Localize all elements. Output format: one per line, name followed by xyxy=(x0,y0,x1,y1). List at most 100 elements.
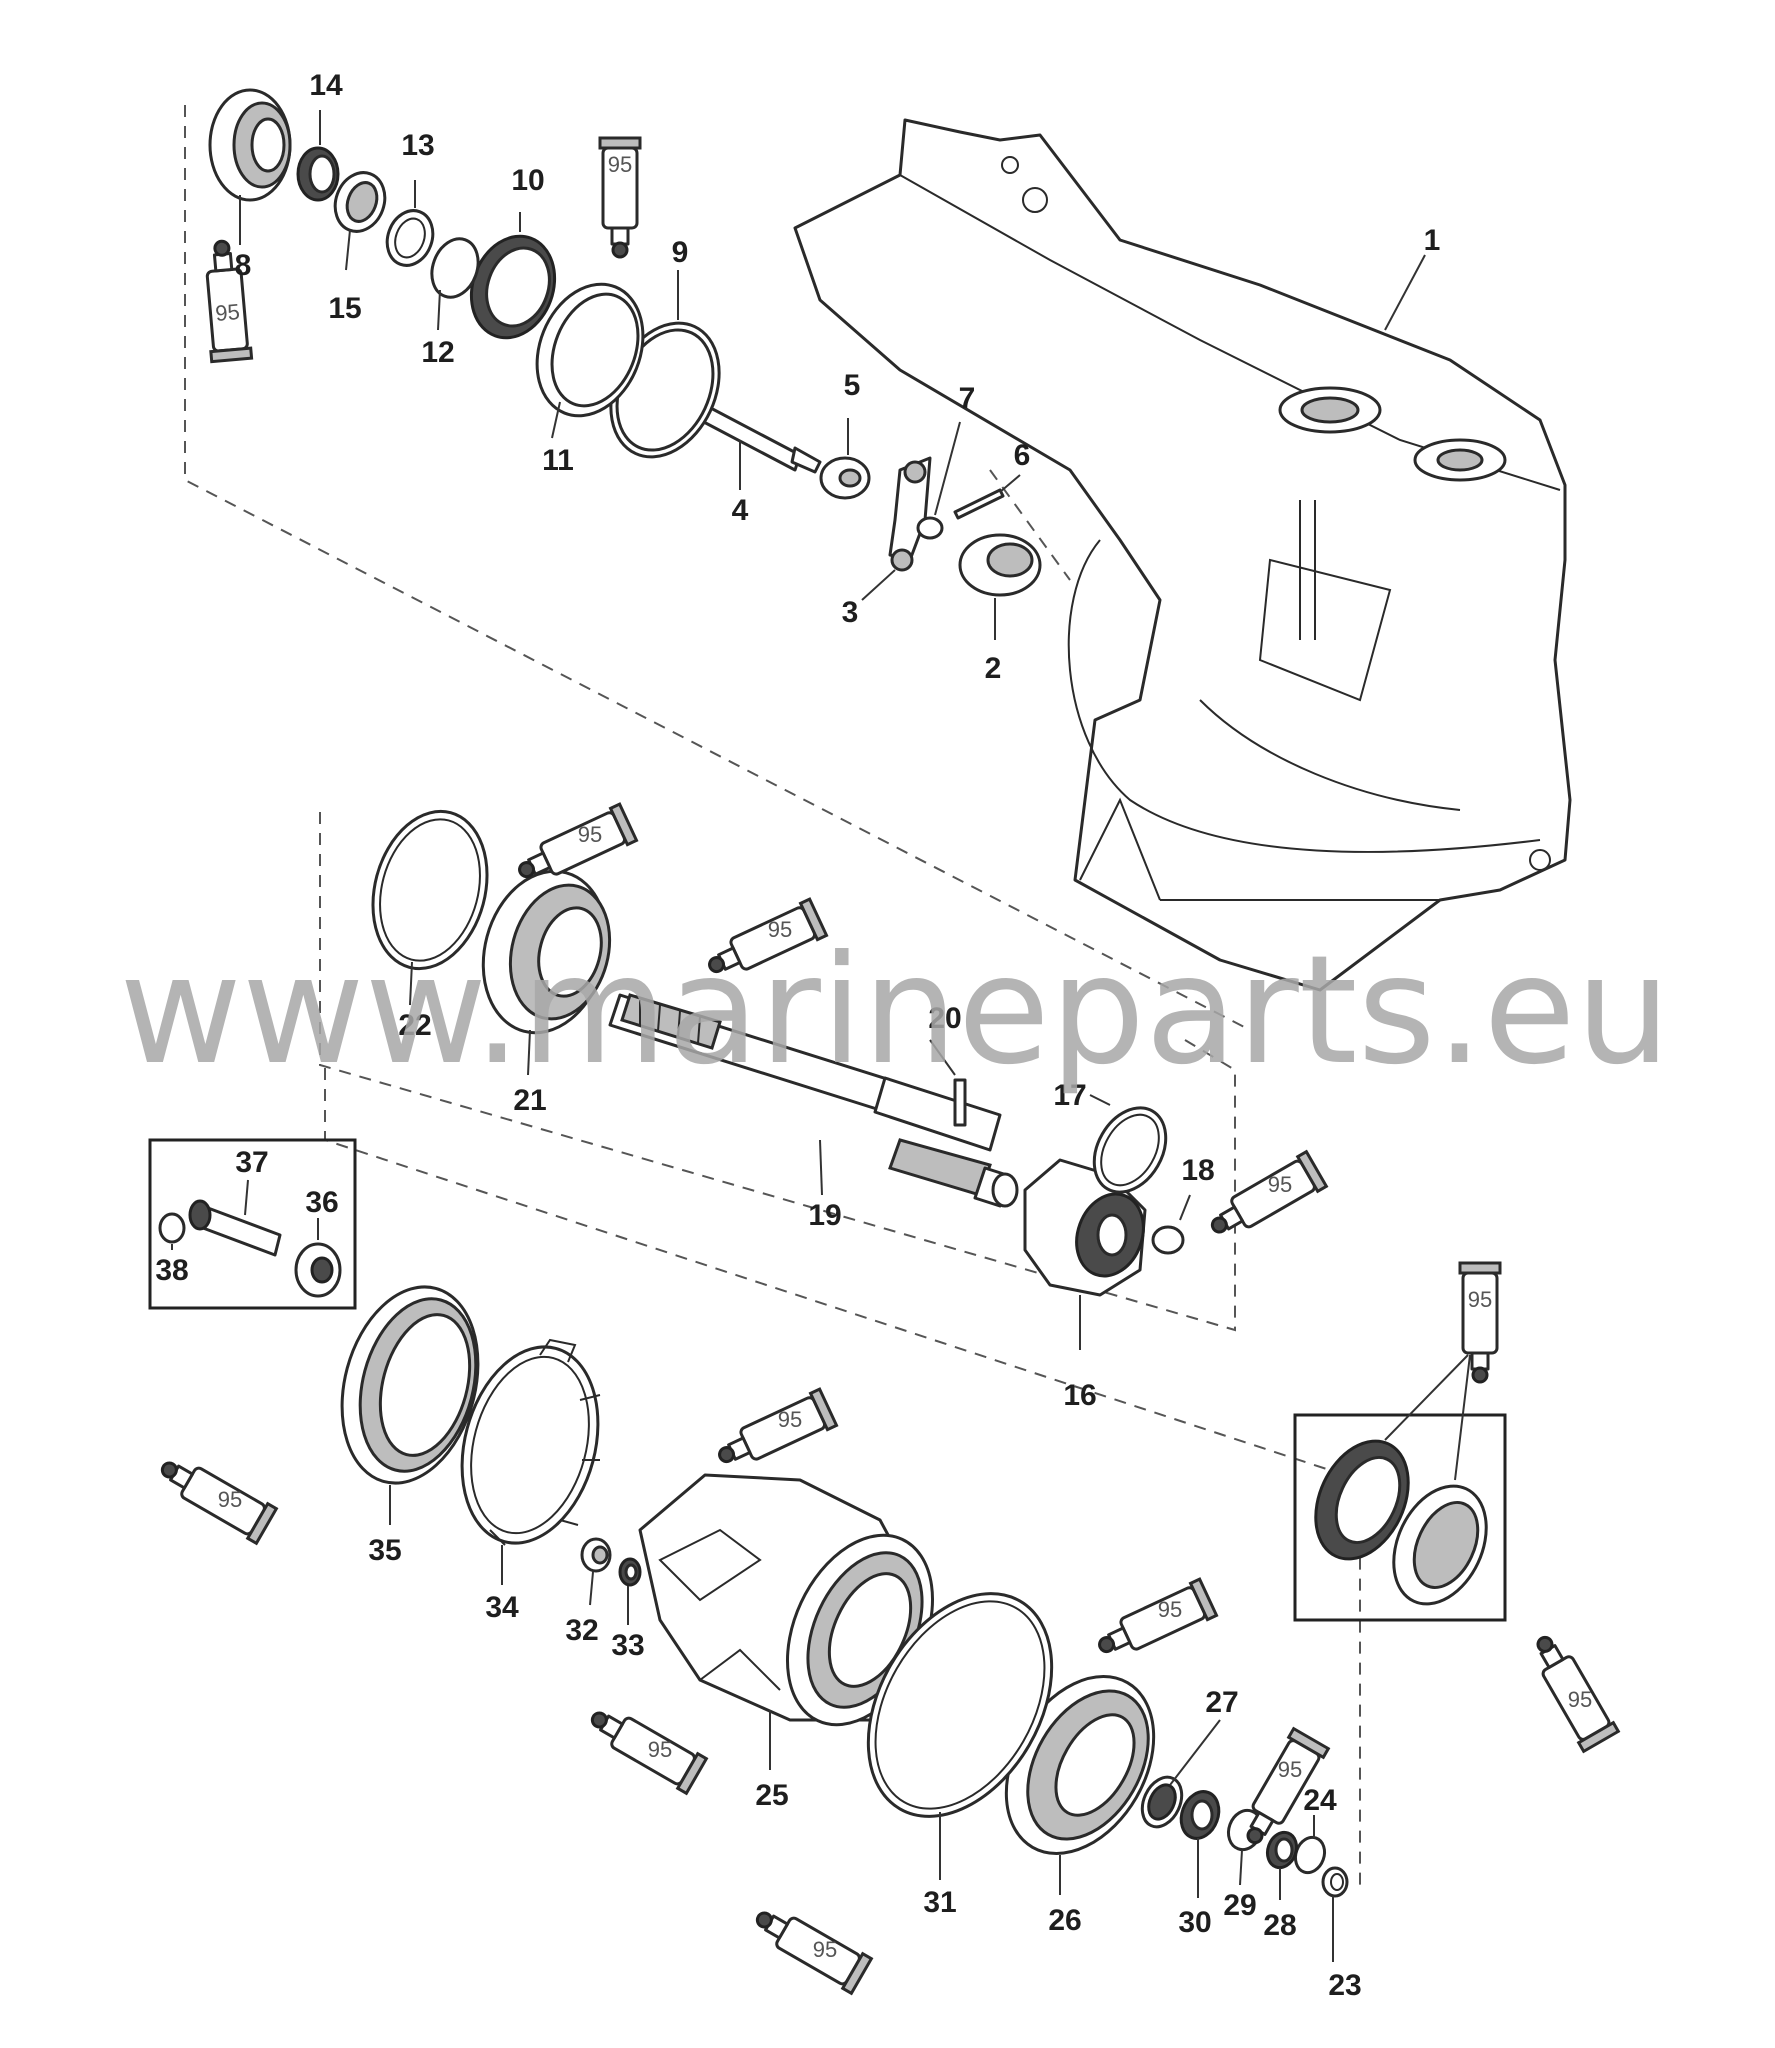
sealant-tube-18: 95 xyxy=(1201,1150,1328,1248)
svg-text:95: 95 xyxy=(768,917,792,942)
part-3-shift-lever xyxy=(888,456,932,572)
part-5-roller xyxy=(819,456,871,500)
part-31-o-ring xyxy=(866,1592,1054,1818)
part-14-bushing xyxy=(296,146,340,202)
part-38-nut xyxy=(158,1212,186,1244)
callout-12: 12 xyxy=(421,336,454,369)
callout-19: 19 xyxy=(808,1199,841,1232)
sealant-tube-box27: 95 xyxy=(1458,1261,1502,1384)
callout-27: 27 xyxy=(1205,1686,1238,1719)
callout-6: 6 xyxy=(1014,439,1031,472)
callout-10: 10 xyxy=(511,164,544,197)
part-19-propeller-shaft xyxy=(608,993,1019,1208)
svg-text:95: 95 xyxy=(578,822,602,847)
callout-5: 5 xyxy=(844,369,861,402)
part-32-fitting xyxy=(580,1537,612,1573)
callout-30: 30 xyxy=(1178,1906,1211,1939)
part-30-seal xyxy=(1179,1790,1221,1840)
sealant-tube-19: 95 xyxy=(700,897,829,988)
part-12-retaining-ring xyxy=(430,237,480,299)
part-10-bearing-cup xyxy=(469,234,557,340)
part-18-plug xyxy=(1151,1225,1185,1255)
svg-text:95: 95 xyxy=(608,152,632,177)
callout-9: 9 xyxy=(672,236,689,269)
callout-4: 4 xyxy=(732,494,749,527)
sealant-tube-21: 95 xyxy=(510,802,639,893)
part-37-spindle xyxy=(188,1199,282,1257)
sealant-tube-25-top: 95 xyxy=(710,1387,839,1478)
callout-31: 31 xyxy=(923,1886,956,1919)
callout-16: 16 xyxy=(1063,1379,1096,1412)
part-21-reverse-gear xyxy=(481,869,612,1035)
svg-text:95: 95 xyxy=(1278,1757,1302,1782)
callout-3: 3 xyxy=(842,596,859,629)
callout-35: 35 xyxy=(368,1534,401,1567)
callout-labels: 1 2 3 4 5 6 7 8 9 10 11 12 13 14 15 16 1… xyxy=(155,69,1440,2002)
callout-23: 23 xyxy=(1328,1969,1361,2002)
callout-1: 1 xyxy=(1424,224,1441,257)
svg-text:95: 95 xyxy=(778,1407,802,1432)
svg-text:95: 95 xyxy=(214,299,241,326)
callout-13: 13 xyxy=(401,129,434,162)
part-35-bearing-cup xyxy=(340,1285,480,1485)
callout-7: 7 xyxy=(959,382,976,415)
seal-inset-frame xyxy=(1293,1413,1507,1622)
part-7-bushing xyxy=(916,516,944,540)
callout-21: 21 xyxy=(513,1084,546,1117)
svg-text:95: 95 xyxy=(218,1487,242,1512)
part-4-shaft xyxy=(698,403,822,474)
callout-24: 24 xyxy=(1303,1784,1337,1817)
part-8-bearing-carrier xyxy=(208,88,292,202)
part-16-clutch xyxy=(1023,1158,1147,1297)
callout-11: 11 xyxy=(542,444,574,477)
part-36-bushing xyxy=(294,1242,342,1298)
sealant-tube-8: 95 xyxy=(199,238,254,364)
sealant-tube-25-bottom: 95 xyxy=(581,1697,708,1795)
part-28-bushing xyxy=(1265,1830,1299,1870)
callout-8: 8 xyxy=(235,249,252,282)
gearcase-housing xyxy=(793,118,1572,992)
part-6-pin xyxy=(953,488,1005,520)
part-15-bearing xyxy=(333,171,387,233)
callout-36: 36 xyxy=(305,1186,338,1219)
svg-text:95: 95 xyxy=(648,1737,672,1762)
callout-34: 34 xyxy=(485,1591,519,1624)
callout-28: 28 xyxy=(1263,1909,1296,1942)
callout-29: 29 xyxy=(1223,1889,1256,1922)
part-11-ring xyxy=(535,282,645,418)
part-34-tab-washer xyxy=(460,1338,601,1546)
sealant-tube-26: 95 xyxy=(1090,1577,1219,1668)
part-20-pin xyxy=(953,1078,967,1127)
seal-pair xyxy=(1314,1439,1488,1606)
svg-text:95: 95 xyxy=(1158,1597,1182,1622)
sealant-tube-box27-lower: 95 xyxy=(1522,1626,1620,1753)
part-23-seal xyxy=(1321,1866,1349,1898)
callout-22: 22 xyxy=(398,1009,431,1042)
callout-15: 15 xyxy=(328,292,361,325)
svg-text:95: 95 xyxy=(1468,1287,1492,1312)
sealant-tube-11: 95 xyxy=(598,136,642,259)
part-25-bearing-carrier xyxy=(638,1473,935,1727)
callout-18: 18 xyxy=(1181,1154,1214,1187)
callout-17: 17 xyxy=(1053,1079,1086,1112)
callout-33: 33 xyxy=(611,1629,644,1662)
part-26-bearing xyxy=(1004,1675,1156,1855)
part-27-seal xyxy=(1140,1775,1184,1829)
callout-38: 38 xyxy=(155,1254,188,1287)
callout-20: 20 xyxy=(928,1002,961,1035)
sealant-tube-35: 95 xyxy=(151,1447,278,1545)
callout-37: 37 xyxy=(235,1146,268,1179)
kit-inset-frame xyxy=(148,1138,357,1310)
svg-text:95: 95 xyxy=(813,1937,837,1962)
part-2-cap xyxy=(958,533,1042,597)
part-22-snap-ring xyxy=(371,809,489,971)
callout-25: 25 xyxy=(755,1779,788,1812)
callout-2: 2 xyxy=(985,652,1002,685)
svg-text:95: 95 xyxy=(1568,1687,1592,1712)
leader-1 xyxy=(1384,254,1426,331)
callout-14: 14 xyxy=(309,69,343,102)
sealant-tube-31: 95 xyxy=(746,1897,873,1995)
callout-26: 26 xyxy=(1048,1904,1081,1937)
part-13-washer xyxy=(385,209,435,267)
